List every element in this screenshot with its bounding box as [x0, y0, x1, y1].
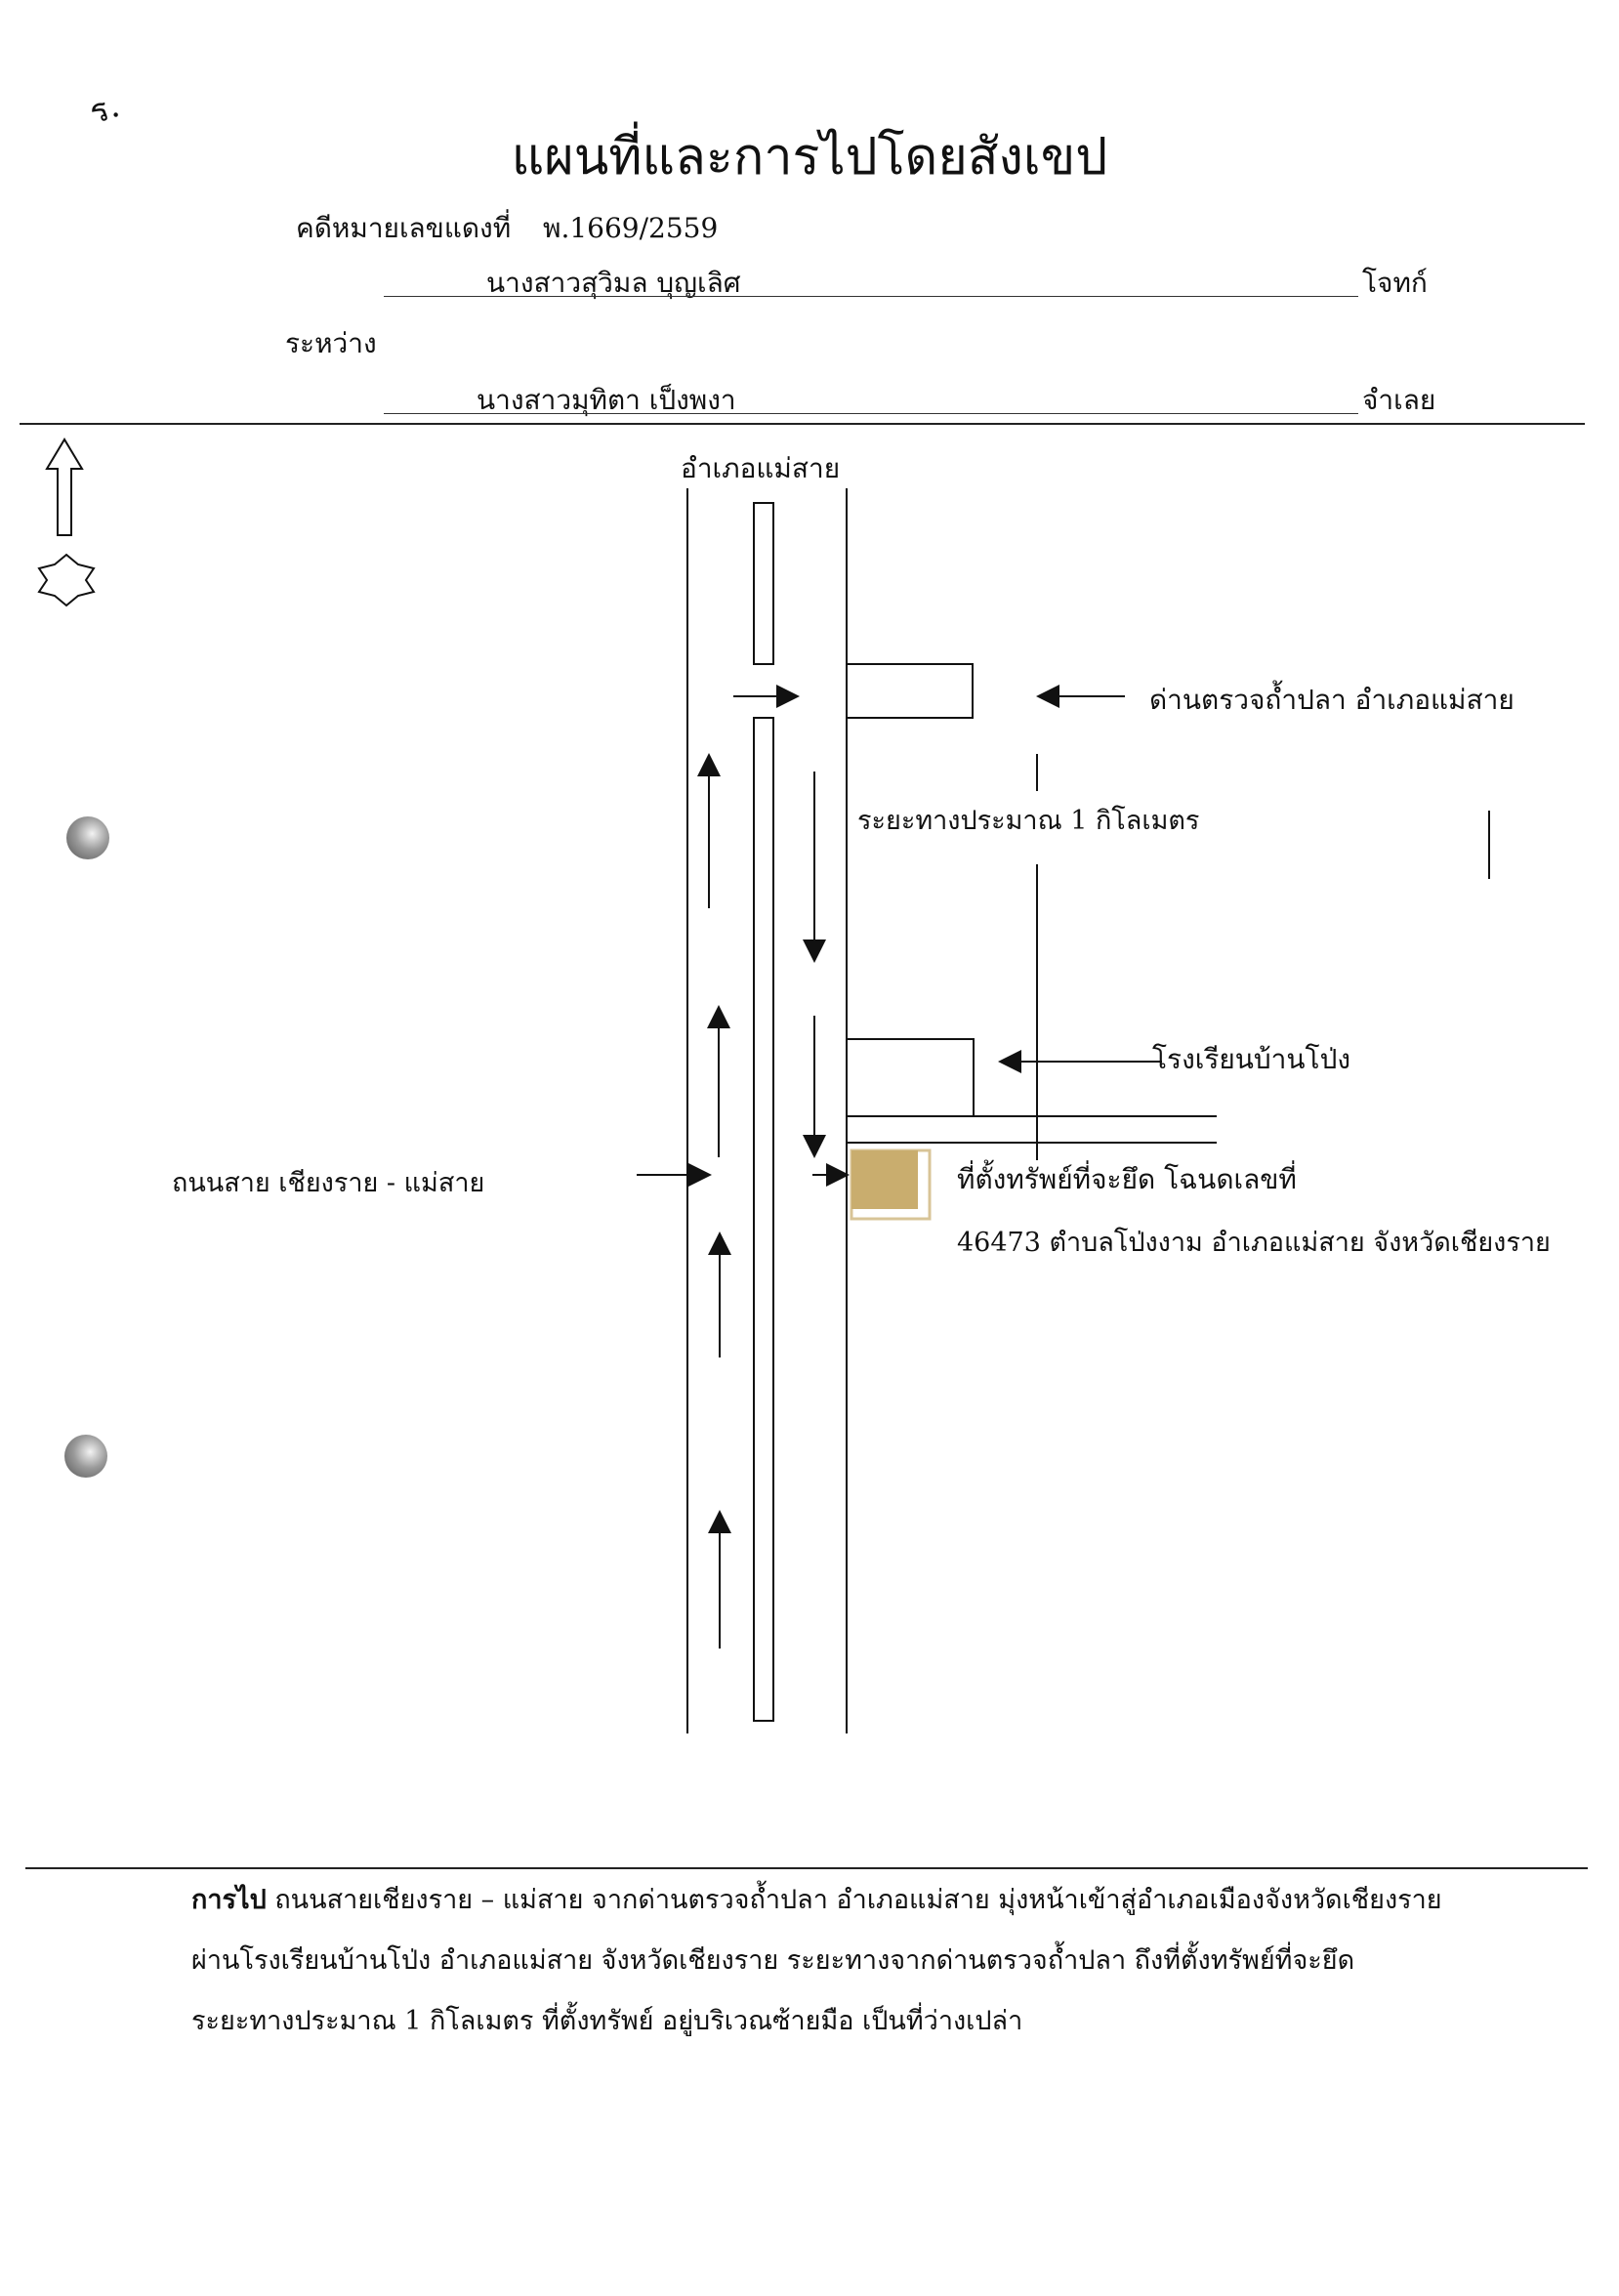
directions-heading: การไป	[191, 1885, 267, 1915]
punch-hole-top	[66, 816, 109, 859]
header-divider	[20, 423, 1585, 425]
footer-divider	[25, 1867, 1588, 1869]
school-building	[847, 1038, 975, 1117]
property-label-line2: 46473 ตำบลโป่งงาม อำเภอแม่สาย จังหวัดเชี…	[957, 1228, 1551, 1258]
defendant-underline	[384, 413, 1358, 414]
plaintiff-name: นางสาวสุวิมล บุญเลิศ	[486, 267, 741, 299]
page-title: แผนที่และการไปโดยสังเขป	[511, 128, 1108, 187]
punch-hole-bottom	[64, 1435, 107, 1478]
median-strip-north	[753, 502, 774, 665]
directions-line1-text: ถนนสายเชียงราย – แม่สาย จากด่านตรวจถ้ำปล…	[274, 1885, 1442, 1915]
checkpoint-label: ด่านตรวจถ้ำปลา อำเภอแม่สาย	[1149, 684, 1515, 716]
defendant-role: จำเลย	[1362, 384, 1436, 416]
median-strip-south	[753, 717, 774, 1722]
distance-label: ระยะทางประมาณ 1 กิโลเมตร	[857, 806, 1200, 836]
plaintiff-role: โจทก์	[1362, 267, 1428, 299]
case-label: คดีหมายเลขแดงที่	[296, 212, 512, 244]
directions-line3: ระยะทางประมาณ 1 กิโลเมตร ที่ตั้งทรัพย์ อ…	[191, 2006, 1023, 2036]
property-parcel	[851, 1150, 918, 1209]
defendant-name: นางสาวมุทิตา เป็งพงา	[477, 384, 736, 416]
directions-line2: ผ่านโรงเรียนบ้านโป่ง อำเภอแม่สาย จังหวัด…	[191, 1945, 1355, 1976]
road-label: ถนนสาย เชียงราย - แม่สาย	[172, 1168, 485, 1198]
directions-line1: การไป ถนนสายเชียงราย – แม่สาย จากด่านตรว…	[191, 1878, 1442, 1920]
case-number: พ.1669/2559	[543, 212, 719, 244]
north-destination-label: อำเภอแม่สาย	[681, 452, 841, 484]
plaintiff-underline	[384, 296, 1358, 297]
between-label: ระหว่าง	[285, 327, 377, 359]
checkpoint-building	[847, 663, 974, 719]
school-label: โรงเรียนบ้านโป่ง	[1152, 1043, 1351, 1075]
north-arrow-icon	[37, 438, 96, 607]
property-label-line1: ที่ตั้งทรัพย์ที่จะยึด โฉนดเลขที่	[957, 1163, 1297, 1195]
